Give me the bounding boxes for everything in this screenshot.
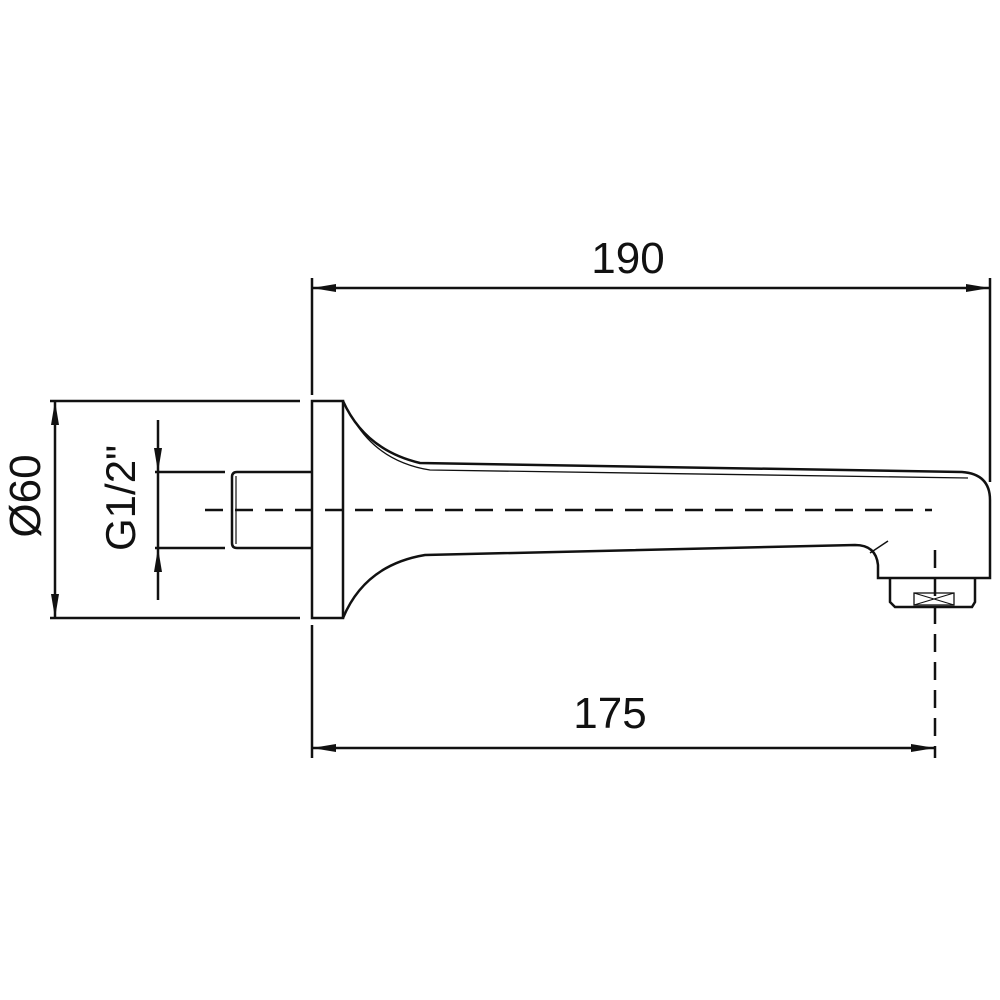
label-overall-length: 190 [591,234,664,283]
dimension-thread-size [154,420,225,600]
dimension-overall-length [310,278,992,482]
threaded-connector [230,470,312,550]
dimension-outlet-projection [310,550,937,758]
dimension-flange-diameter [50,399,300,620]
label-outlet-projection: 175 [573,689,646,738]
aerator [888,578,977,609]
spout-body [341,400,992,619]
label-flange-diameter: Ø60 [1,454,50,537]
label-thread-size: G1/2" [97,445,144,551]
